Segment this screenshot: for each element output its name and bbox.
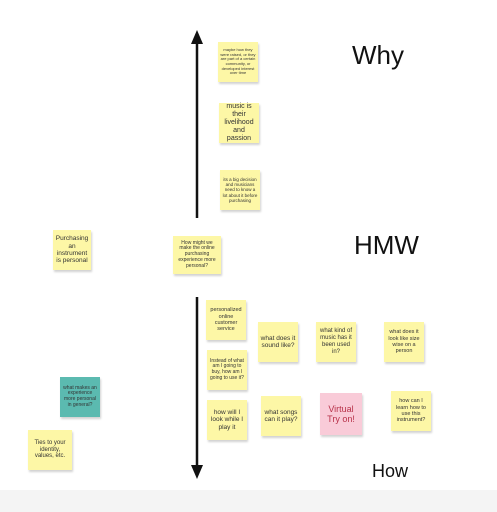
sticky-note-text: music is their livelihood and passion — [224, 102, 254, 143]
sticky-note-why-upbringing[interactable]: maybe how they were raised, or they are … — [218, 42, 258, 82]
sticky-note-text: maybe how they were raised, or they are … — [220, 47, 256, 76]
sticky-note-purchasing-personal[interactable]: Purchasing an instrument is personal — [53, 230, 91, 270]
how-label: How — [372, 461, 409, 481]
sticky-note-learn-to-use[interactable]: how can I learn how to use this instrume… — [391, 391, 431, 431]
sticky-note-how-use-it[interactable]: Instead of what am I going to buy, how a… — [207, 350, 247, 390]
sticky-note-text: what makes an experience more personal i… — [63, 384, 97, 408]
sticky-note-text: Purchasing an instrument is personal — [55, 235, 89, 265]
sticky-note-what-makes-personal[interactable]: what makes an experience more personal i… — [60, 377, 100, 417]
sticky-note-personalized-service[interactable]: personalized online customer service — [206, 300, 246, 340]
why-label: Why — [352, 40, 404, 70]
sticky-note-text: how can I learn how to use this instrume… — [396, 398, 426, 424]
sticky-note-kind-of-music[interactable]: what kind of music has it been used in? — [316, 322, 356, 362]
sticky-note-text: what songs can it play? — [264, 408, 298, 423]
sticky-note-hmw-question[interactable]: How might we make the online purchasing … — [173, 236, 221, 274]
sticky-note-ties-to-identity[interactable]: Ties to your identity, values, etc. — [28, 430, 72, 470]
sticky-note-what-songs[interactable]: what songs can it play? — [261, 396, 301, 436]
sticky-note-text: what kind of music has it been used in? — [319, 328, 353, 355]
canvas-bottom-band — [0, 490, 497, 512]
sticky-note-text: what does it look like size wise on a pe… — [388, 329, 420, 355]
sticky-note-text: Instead of what am I going to buy, how a… — [210, 357, 244, 381]
why-axis-arrow — [191, 30, 203, 218]
sticky-note-why-big-decision[interactable]: its a big decision and musicians need to… — [220, 170, 260, 210]
sticky-note-text: How might we make the online purchasing … — [178, 239, 216, 269]
sticky-note-sound-like[interactable]: what does it sound like? — [258, 322, 298, 362]
sticky-note-text: its a big decision and musicians need to… — [222, 177, 258, 203]
sticky-note-why-livelihood[interactable]: music is their livelihood and passion — [219, 103, 259, 143]
sticky-note-text: what does it sound like? — [260, 334, 296, 349]
sticky-note-text: how will I look while I play it — [210, 408, 244, 431]
sticky-note-look-size-wise[interactable]: what does it look like size wise on a pe… — [384, 322, 424, 362]
sticky-note-virtual-try-on[interactable]: Virtual Try on! — [320, 393, 362, 435]
hmw-label: HMW — [354, 230, 419, 260]
sticky-note-text: Virtual Try on! — [327, 403, 355, 424]
sticky-note-text: Ties to your identity, values, etc. — [34, 439, 66, 460]
sticky-note-how-will-i-look[interactable]: how will I look while I play it — [207, 400, 247, 440]
how-axis-arrow — [191, 297, 203, 479]
sticky-note-text: personalized online customer service — [210, 307, 242, 333]
